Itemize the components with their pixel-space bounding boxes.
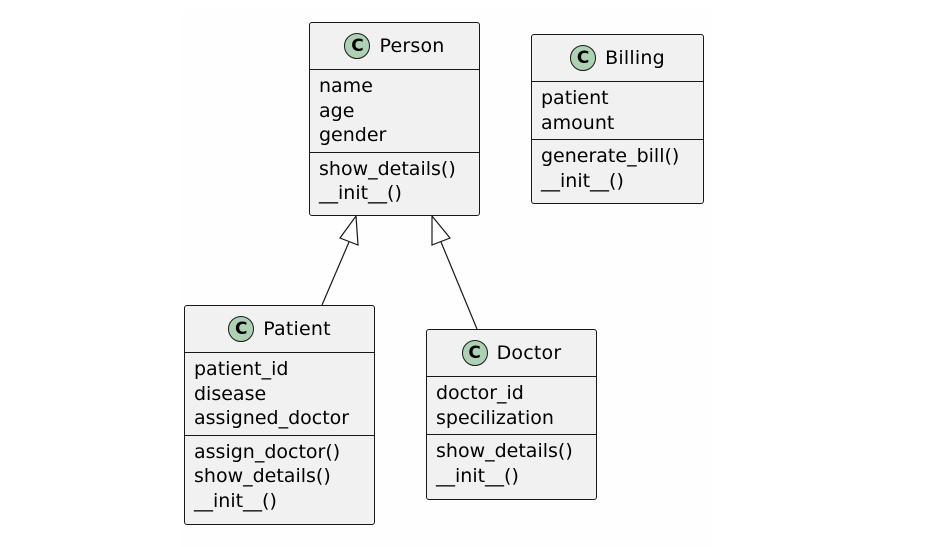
method: __init__() [436,464,519,487]
attribute: assigned_doctor [194,407,350,429]
attribute: gender [319,124,387,146]
inheritance-patient-person [321,214,359,306]
method: generate_bill() [541,145,680,167]
inheritance-arrowhead [431,214,451,246]
attribute: doctor_id [436,382,524,404]
class-icon: C [461,340,488,366]
class-header: C Doctor [427,330,596,377]
class-methods: show_details() __init__() [427,435,596,492]
method: assign_doctor() [194,440,341,463]
method: show_details() [436,440,573,462]
class-patient[interactable]: C Patient patient_id disease assigned_do… [184,305,375,525]
method: show_details() [194,465,331,487]
class-attributes: patient_id disease assigned_doctor [185,353,374,436]
class-name: Doctor [496,342,562,364]
class-doctor[interactable]: C Doctor doctor_id specilization show_de… [426,329,597,500]
class-icon: C [570,45,597,71]
class-attributes: doctor_id specilization [427,377,596,435]
inheritance-arrowhead [339,214,359,246]
class-methods: assign_doctor() show_details() __init__(… [185,436,374,518]
class-name: Person [379,35,445,57]
class-header: C Patient [185,306,374,353]
method: __init__() [541,169,624,192]
class-attributes: patient amount [532,82,703,140]
class-header: C Person [310,23,479,70]
class-methods: show_details() __init__() [310,153,479,210]
class-header: C Billing [532,35,703,82]
attribute: patient [541,87,609,109]
class-methods: generate_bill() __init__() [532,140,703,197]
attribute: amount [541,111,615,134]
class-name: Billing [605,47,665,69]
class-icon: C [228,316,255,342]
method: show_details() [319,157,456,180]
attribute: age [319,99,355,122]
class-icon: C [344,33,371,59]
class-attributes: name age gender [310,70,479,153]
class-name: Patient [263,318,331,340]
attribute: name [319,75,373,97]
method: __init__() [319,182,402,204]
attribute: specilization [436,406,554,429]
class-person[interactable]: C Person name age gender show_details() … [309,22,480,216]
attribute: disease [194,382,267,405]
class-billing[interactable]: C Billing patient amount generate_bill()… [531,34,704,204]
inheritance-doctor-person [431,214,478,330]
attribute: patient_id [194,358,289,380]
method: __init__() [194,489,277,512]
